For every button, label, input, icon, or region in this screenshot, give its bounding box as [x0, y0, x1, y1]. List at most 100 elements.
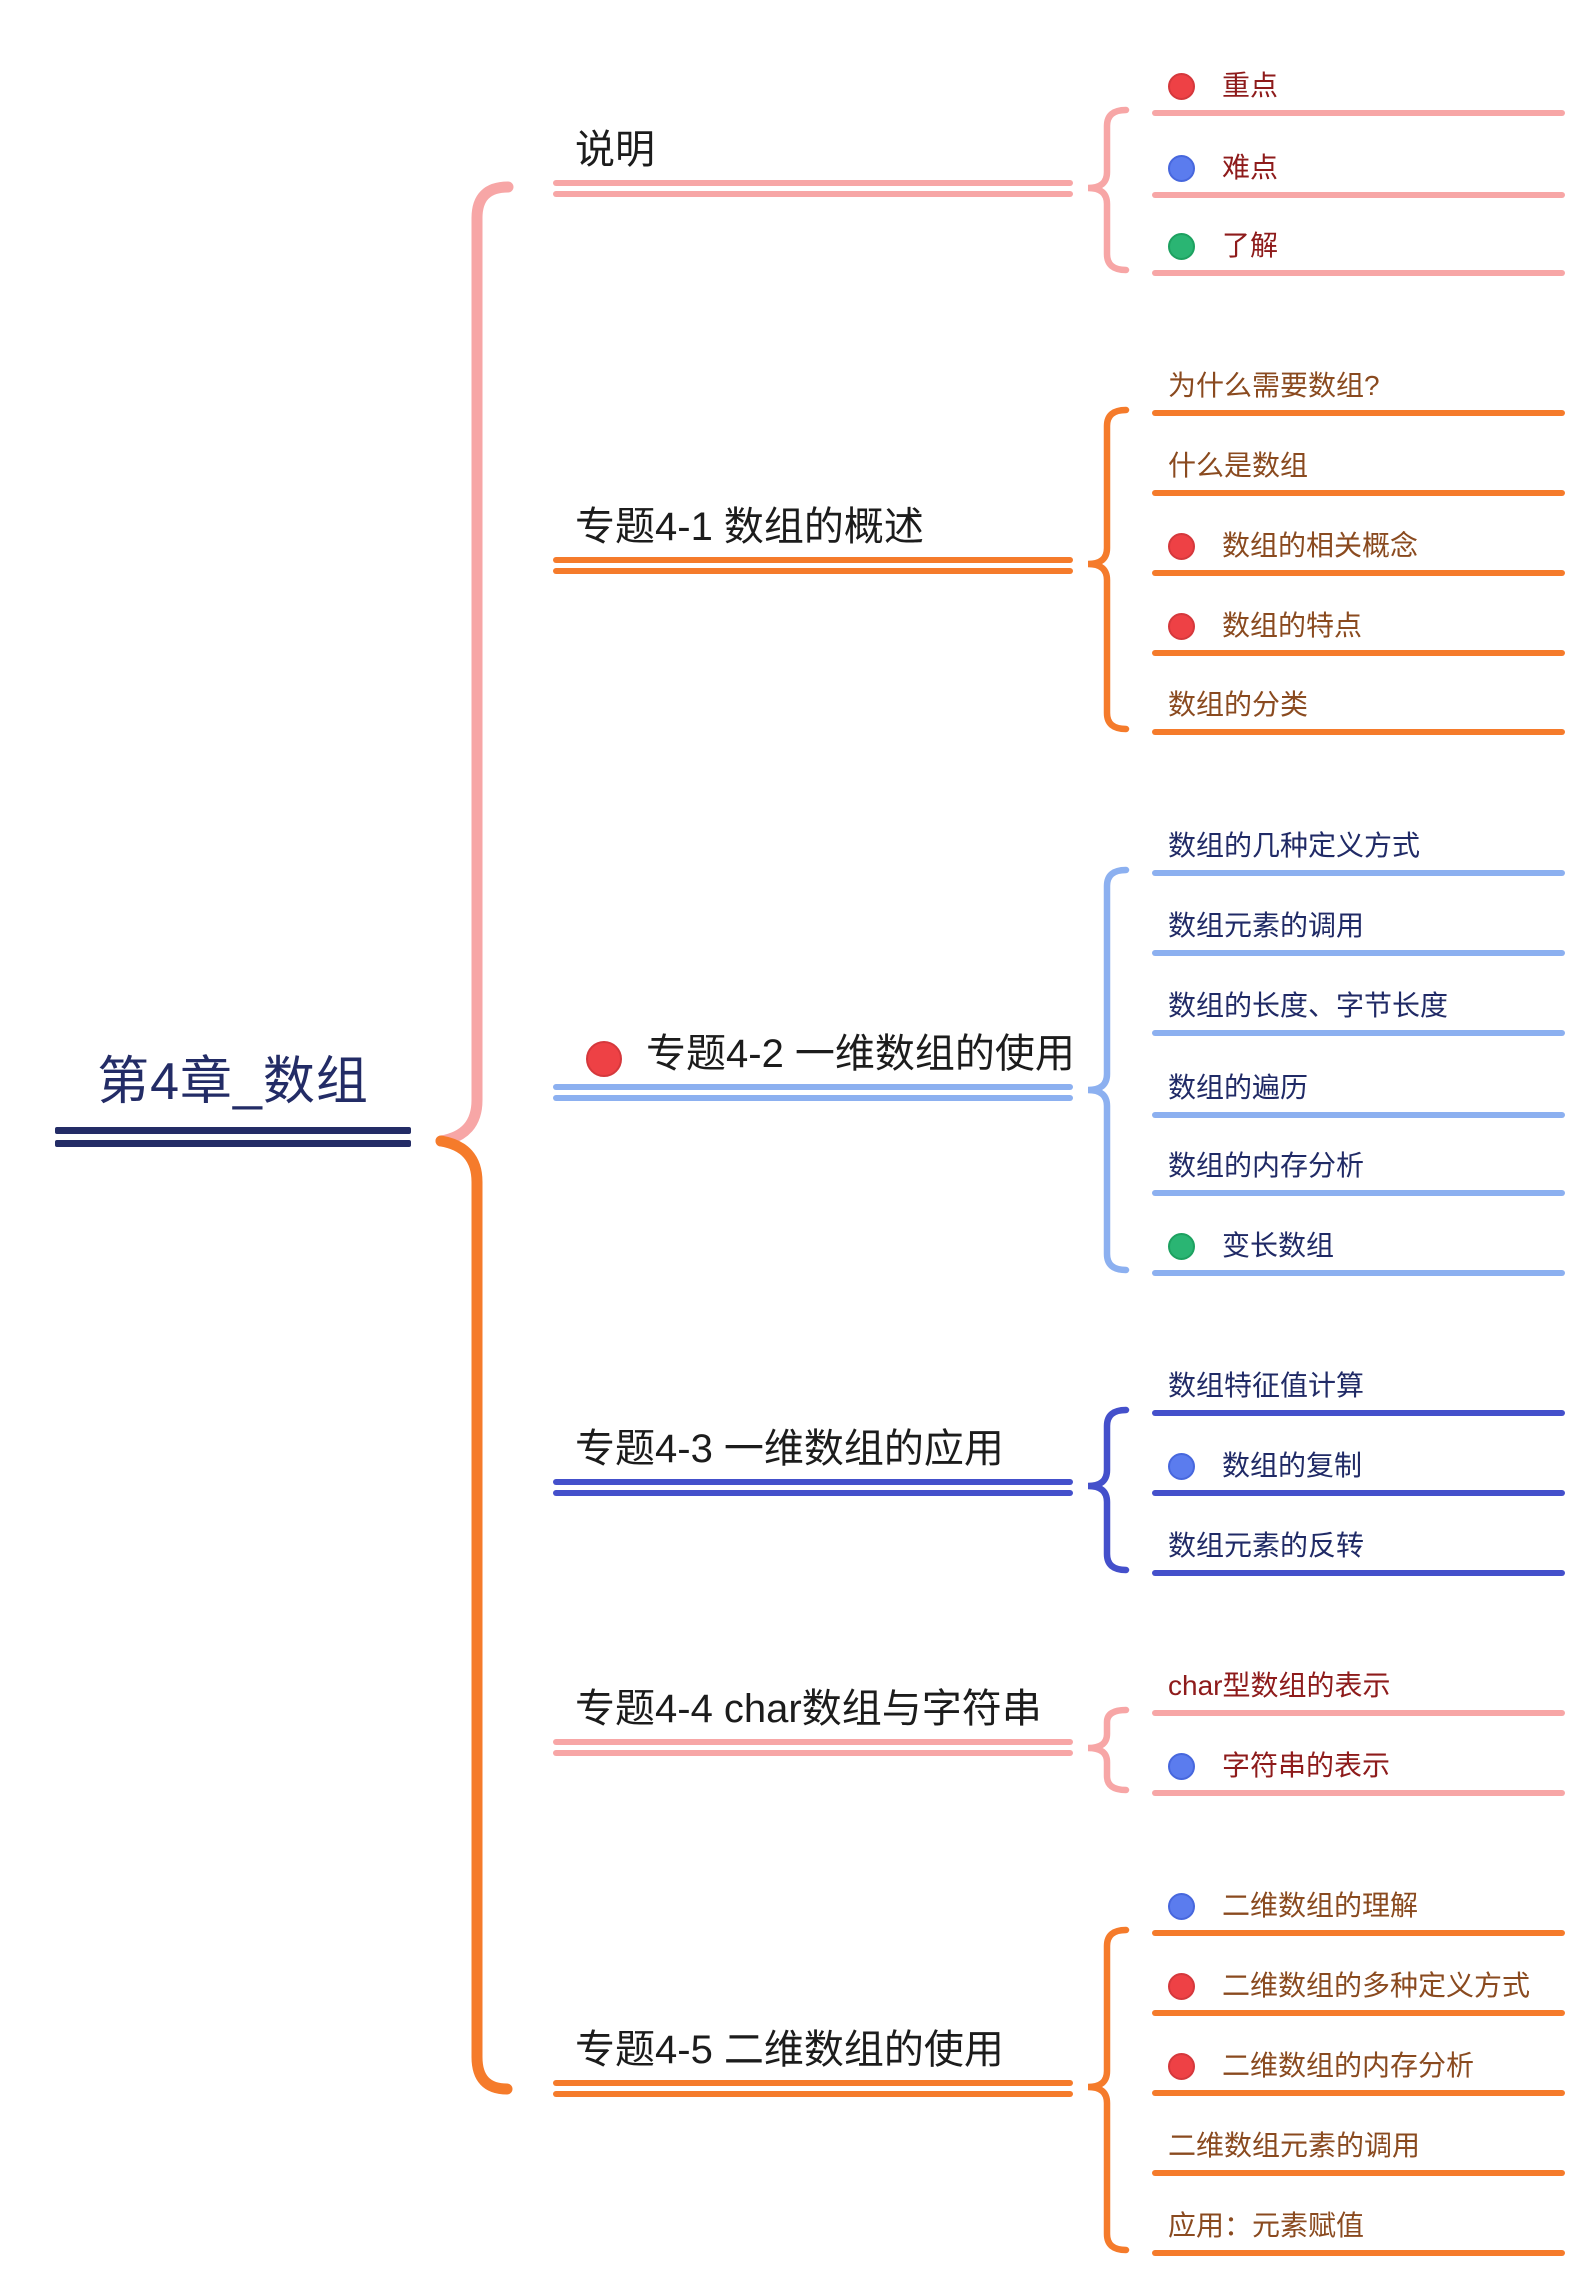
topic-label: 专题4-2 一维数组的使用: [646, 1032, 1075, 1076]
child-label: 数组的复制: [1222, 1450, 1363, 1481]
child-topic[interactable]: 了解: [1152, 220, 1565, 276]
topic-underline: [553, 1084, 1073, 1101]
child-topic[interactable]: 数组的复制: [1152, 1440, 1565, 1496]
child-topic[interactable]: char型数组的表示: [1152, 1660, 1565, 1716]
child-underline: [1152, 270, 1565, 276]
brace-shuoming: [1087, 106, 1130, 274]
child-underline: [1152, 410, 1565, 416]
child-topic[interactable]: 二维数组的内存分析: [1152, 2040, 1565, 2096]
brace-4-1: [1087, 406, 1130, 733]
child-label: 为什么需要数组?: [1168, 370, 1380, 401]
child-underline: [1152, 1710, 1565, 1716]
child-underline: [1152, 2090, 1565, 2096]
child-label: 难点: [1222, 152, 1279, 183]
child-label: 数组元素的调用: [1168, 910, 1365, 941]
child-topic[interactable]: 数组元素的反转: [1152, 1520, 1565, 1576]
child-label: 数组的相关概念: [1222, 530, 1419, 561]
child-underline: [1152, 1030, 1565, 1036]
root-topic-label: 第4章_数组: [97, 1053, 369, 1111]
dot-red-icon: [1168, 2053, 1195, 2080]
dot-blue-icon: [1168, 155, 1195, 182]
topic-underline: [553, 2080, 1073, 2097]
root-brace-top: [435, 181, 514, 1147]
child-underline: [1152, 729, 1565, 735]
child-label: 数组的特点: [1222, 610, 1363, 641]
brace-4-2: [1087, 866, 1130, 1274]
branch-topic-4-1[interactable]: 专题4-1 数组的概述: [553, 490, 1073, 574]
child-underline: [1152, 1410, 1565, 1416]
child-topic[interactable]: 数组特征值计算: [1152, 1360, 1565, 1416]
child-underline: [1152, 950, 1565, 956]
branch-topic-4-5[interactable]: 专题4-5 二维数组的使用: [553, 2013, 1073, 2097]
brace-4-4: [1087, 1706, 1130, 1794]
child-label: 二维数组的理解: [1222, 1890, 1419, 1921]
branch-topic-4-4[interactable]: 专题4-4 char数组与字符串: [553, 1672, 1073, 1756]
child-topic[interactable]: 数组的几种定义方式: [1152, 820, 1565, 876]
child-topic[interactable]: 应用：元素赋值: [1152, 2200, 1565, 2256]
child-label: 数组的内存分析: [1168, 1150, 1365, 1181]
child-underline: [1152, 2250, 1565, 2256]
child-underline: [1152, 192, 1565, 198]
child-underline: [1152, 1112, 1565, 1118]
dot-green-icon: [1168, 1233, 1195, 1260]
root-underline: [55, 1127, 411, 1147]
child-topic[interactable]: 二维数组的多种定义方式: [1152, 1960, 1565, 2016]
child-label: 数组的分类: [1168, 689, 1309, 720]
child-label: 二维数组的内存分析: [1222, 2050, 1475, 2081]
child-underline: [1152, 650, 1565, 656]
branch-topic-4-2[interactable]: 专题4-2 一维数组的使用: [553, 1017, 1075, 1101]
child-topic[interactable]: 重点: [1152, 60, 1565, 116]
child-label: 数组的几种定义方式: [1168, 830, 1421, 861]
brace-4-3: [1087, 1406, 1130, 1574]
child-topic[interactable]: 什么是数组: [1152, 440, 1565, 496]
dot-blue-icon: [1168, 1453, 1195, 1480]
child-underline: [1152, 1490, 1565, 1496]
child-topic[interactable]: 数组的遍历: [1152, 1062, 1565, 1118]
topic-underline: [553, 557, 1073, 574]
child-label: 二维数组的多种定义方式: [1222, 1970, 1531, 2001]
dot-red-icon: [1168, 613, 1195, 640]
child-topic[interactable]: 数组的分类: [1152, 679, 1565, 735]
child-label: 字符串的表示: [1222, 1750, 1391, 1781]
child-label: 数组的长度、字节长度: [1168, 990, 1449, 1021]
child-underline: [1152, 1190, 1565, 1196]
child-topic[interactable]: 数组的内存分析: [1152, 1140, 1565, 1196]
topic-underline: [553, 180, 1073, 197]
dot-red-icon: [1168, 1973, 1195, 2000]
topic-label: 说明: [575, 128, 655, 172]
child-topic[interactable]: 难点: [1152, 142, 1565, 198]
child-underline: [1152, 490, 1565, 496]
child-underline: [1152, 110, 1565, 116]
child-label: 重点: [1222, 70, 1279, 101]
child-label: 什么是数组: [1168, 450, 1309, 481]
child-underline: [1152, 1570, 1565, 1576]
child-topic[interactable]: 二维数组元素的调用: [1152, 2120, 1565, 2176]
dot-green-icon: [1168, 233, 1195, 260]
dot-red-icon: [1168, 533, 1195, 560]
child-topic[interactable]: 为什么需要数组?: [1152, 360, 1565, 416]
child-topic[interactable]: 数组的特点: [1152, 600, 1565, 656]
branch-topic-shuoming[interactable]: 说明: [553, 113, 1073, 197]
child-topic[interactable]: 变长数组: [1152, 1220, 1565, 1276]
dot-red-icon: [1168, 73, 1195, 100]
child-topic[interactable]: 数组的长度、字节长度: [1152, 980, 1565, 1036]
child-underline: [1152, 570, 1565, 576]
topic-underline: [553, 1479, 1073, 1496]
topic-label: 专题4-5 二维数组的使用: [575, 2028, 1004, 2072]
dot-blue-icon: [1168, 1893, 1195, 1920]
child-label: 了解: [1222, 230, 1279, 261]
child-underline: [1152, 1790, 1565, 1796]
child-topic[interactable]: 字符串的表示: [1152, 1740, 1565, 1796]
topic-label: 专题4-3 一维数组的应用: [575, 1427, 1004, 1471]
root-topic[interactable]: 第4章_数组: [55, 1040, 411, 1147]
topic-label: 专题4-1 数组的概述: [575, 505, 924, 549]
child-label: 变长数组: [1222, 1230, 1335, 1261]
branch-topic-4-3[interactable]: 专题4-3 一维数组的应用: [553, 1412, 1073, 1496]
child-topic[interactable]: 二维数组的理解: [1152, 1880, 1565, 1936]
child-topic[interactable]: 数组元素的调用: [1152, 900, 1565, 956]
child-topic[interactable]: 数组的相关概念: [1152, 520, 1565, 576]
child-label: 二维数组元素的调用: [1168, 2130, 1421, 2161]
dot-blue-icon: [1168, 1753, 1195, 1780]
topic-underline: [553, 1739, 1073, 1756]
